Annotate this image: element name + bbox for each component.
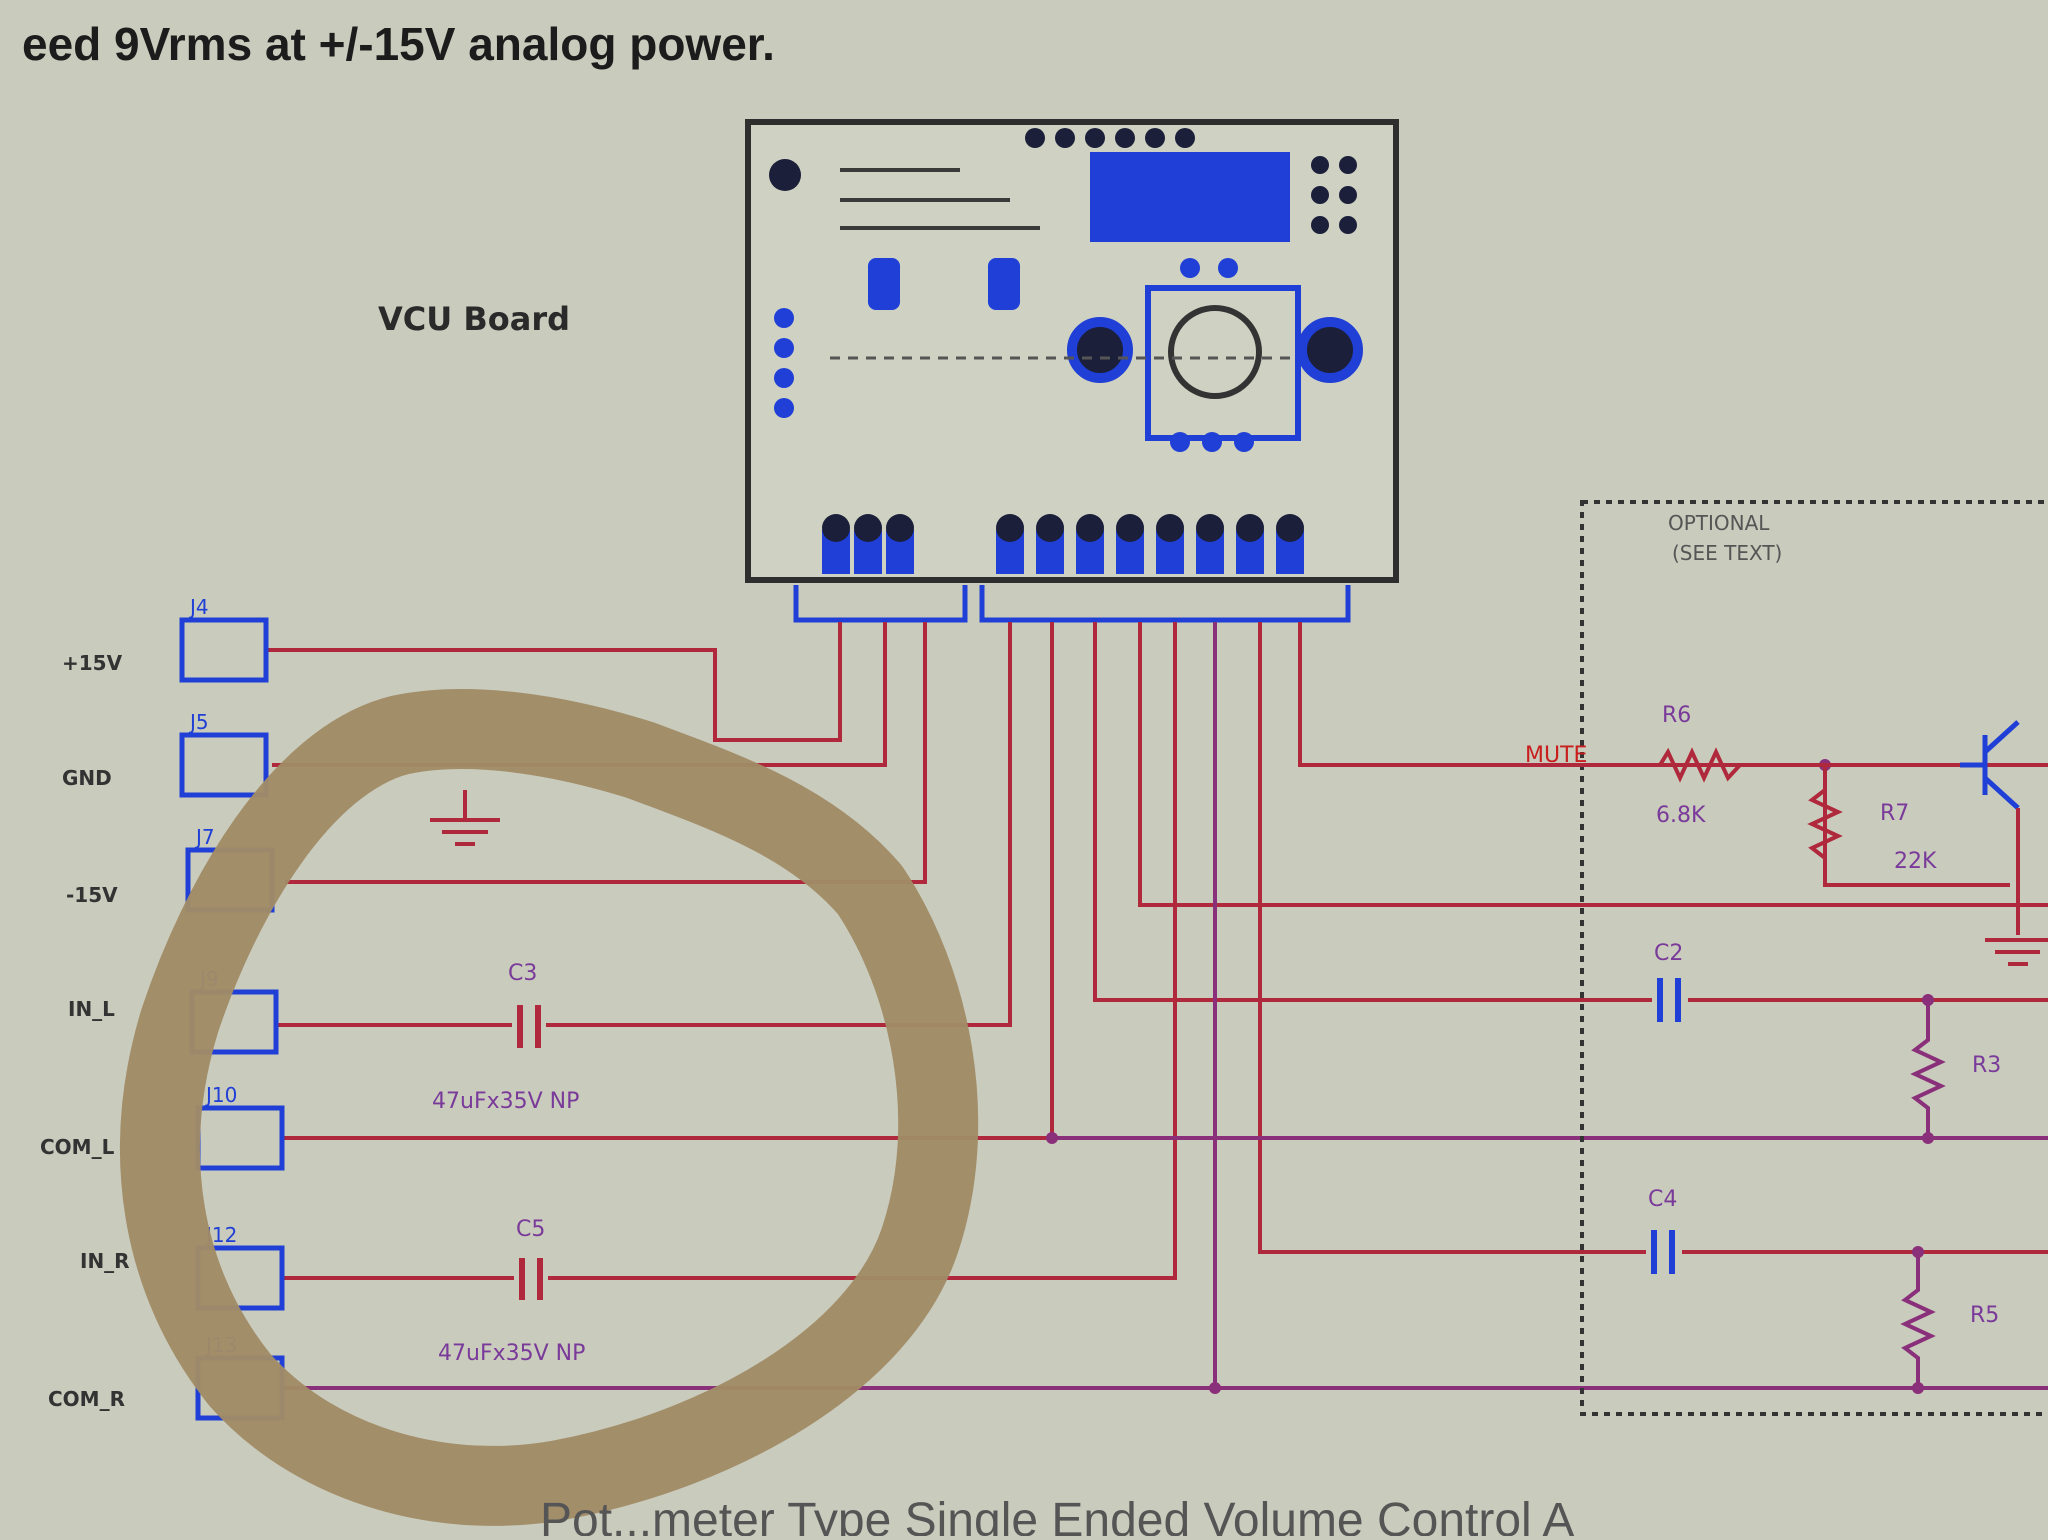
board-header-pads — [822, 514, 1304, 574]
resistor-r7: R7 22K — [1807, 765, 1937, 885]
resistor-icon — [1900, 1252, 1936, 1388]
header-bracket-left — [793, 585, 968, 623]
component-ref: R3 — [1972, 1053, 2001, 1078]
connector-ref: J5 — [188, 710, 209, 734]
component-ref: R7 — [1880, 801, 1909, 826]
component-ref: C3 — [508, 961, 537, 986]
net-label: COM_R — [48, 1387, 125, 1411]
net-label: IN_L — [68, 997, 115, 1021]
header-text: eed 9Vrms at +/-15V analog power. — [22, 18, 775, 70]
pot-footprint — [1067, 258, 1363, 452]
connector-ref: J10 — [204, 1083, 237, 1107]
net-label: -15V — [66, 883, 118, 907]
net-label: COM_L — [40, 1135, 115, 1159]
component-ref: R5 — [1970, 1303, 1999, 1328]
transistor-icon — [1960, 720, 2020, 810]
component-value: 47uFx35V NP — [432, 1089, 579, 1114]
capacitor-icon — [519, 1258, 543, 1300]
resistor-icon — [1658, 747, 1825, 783]
capacitor-c2: C2 — [1652, 941, 1688, 1025]
net-label: GND — [62, 766, 112, 790]
connector-ref: J7 — [194, 825, 215, 849]
board-silkscreen — [840, 168, 1040, 230]
component-value: 47uFx35V NP — [438, 1341, 585, 1366]
footer-text: Pot...meter Type Single Ended Volume Con… — [540, 1494, 1574, 1536]
optional-line1: OPTIONAL — [1668, 511, 1770, 535]
component-ref: C4 — [1648, 1187, 1677, 1212]
component-value: 6.8K — [1656, 803, 1706, 828]
component-ref: R6 — [1662, 703, 1691, 728]
capacitor-icon — [517, 1005, 541, 1048]
header-bracket-right — [979, 585, 1351, 623]
connector-j4: J4 +15V — [62, 595, 269, 683]
component-ref: C2 — [1654, 941, 1683, 966]
resistor-r3: R3 — [1910, 1000, 2001, 1138]
resistor-r6: R6 6.8K — [1656, 703, 1825, 828]
board-small-pads — [774, 258, 1020, 418]
vcu-board — [745, 119, 1399, 583]
optional-box — [1580, 500, 2048, 1416]
highlight-circle — [120, 689, 979, 1526]
capacitor-c3: C3 47uFx35V NP — [432, 961, 579, 1114]
capacitor-c4: C4 — [1646, 1187, 1682, 1276]
mute-label: MUTE — [1525, 743, 1587, 768]
resistor-icon — [1910, 1000, 1946, 1138]
connector-j5: J5 GND — [62, 710, 269, 798]
net-label: +15V — [62, 651, 123, 675]
resistor-icon — [1807, 765, 1843, 885]
board-label: VCU Board — [378, 300, 570, 338]
board-ic — [1090, 152, 1290, 242]
capacitor-icon — [1651, 1230, 1675, 1274]
component-value: 22K — [1894, 849, 1937, 874]
resistor-r5: R5 — [1900, 1252, 1999, 1388]
junction-dots — [1046, 759, 1934, 1394]
ground-icon — [1985, 938, 2048, 966]
net-label: IN_R — [80, 1249, 130, 1273]
ground-icon — [430, 790, 500, 846]
capacitor-c5: C5 47uFx35V NP — [438, 1217, 585, 1366]
connector-ref: J4 — [188, 595, 209, 619]
component-ref: C5 — [516, 1217, 545, 1242]
capacitor-icon — [1657, 978, 1681, 1022]
optional-line2: (SEE TEXT) — [1672, 541, 1782, 565]
board-top-pads — [769, 128, 1357, 234]
